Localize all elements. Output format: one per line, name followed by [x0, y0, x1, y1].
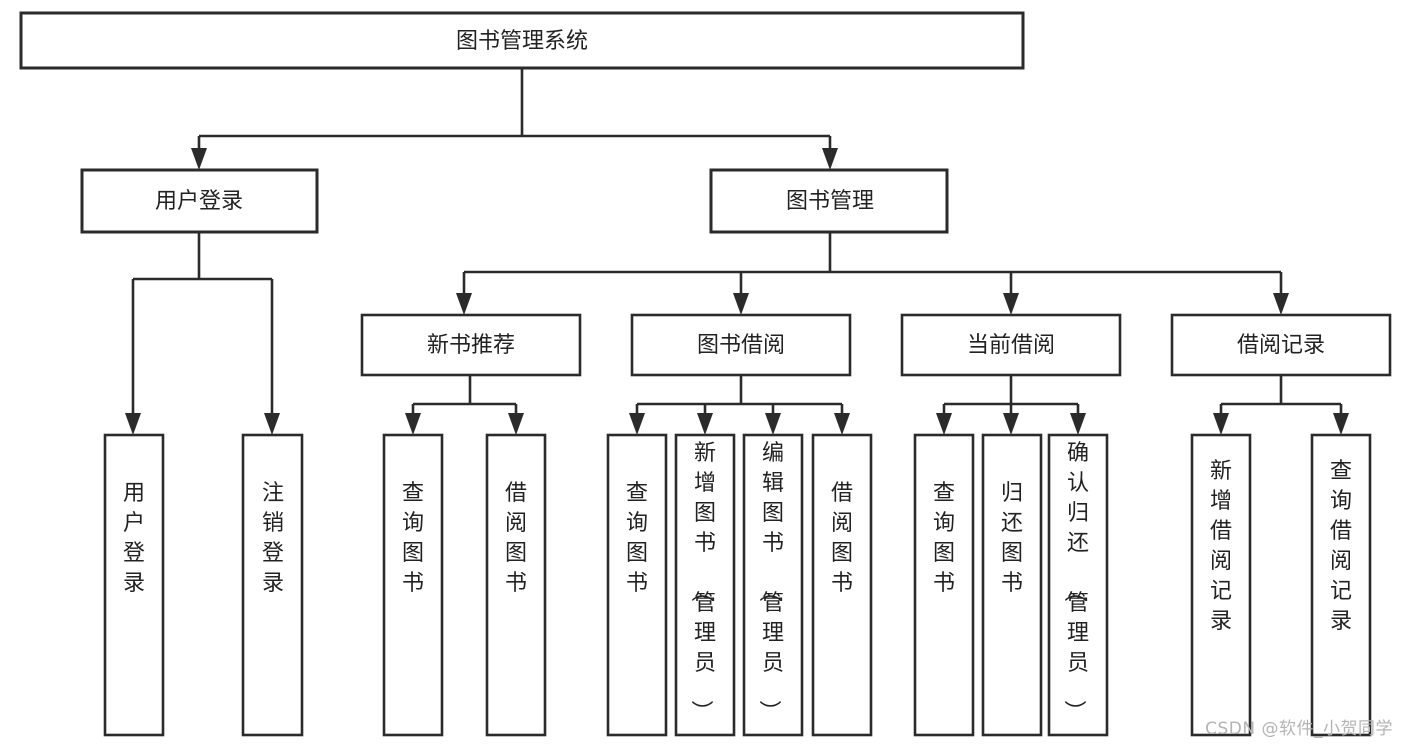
node-new-book-recommend-box[interactable] [360, 313, 582, 377]
node-book-borrow-label: 图书借阅 [697, 333, 785, 358]
node-leaf-confirm-return[interactable]: 确认归还（管理员） [1047, 433, 1109, 737]
node-leaf-query-book-1[interactable]: 查询图书 [382, 433, 444, 737]
arrowhead-leaf-borrow-book-2 [834, 413, 850, 435]
node-leaf-query-record-box[interactable] [1310, 433, 1372, 737]
node-leaf-edit-book-box[interactable] [742, 433, 804, 737]
arrowhead-borrow-record [1273, 293, 1289, 315]
node-leaf-borrow-book-2-box[interactable] [811, 433, 873, 737]
node-borrow-record-box[interactable] [1170, 313, 1392, 377]
node-root[interactable]: 图书管理系统 [19, 11, 1025, 70]
node-leaf-query-book-2-box[interactable] [606, 433, 668, 737]
node-book-manage-box[interactable] [709, 168, 949, 234]
node-leaf-logout-login[interactable]: 注销登录 [241, 433, 304, 737]
arrowhead-leaf-user-login [125, 413, 141, 435]
node-leaf-add-book-box[interactable] [674, 433, 736, 737]
arrowhead-leaf-add-record [1213, 413, 1229, 435]
arrowhead-leaf-borrow-book-1 [508, 413, 524, 435]
node-leaf-query-book-3-label: 查询图书 [933, 481, 955, 596]
node-leaf-query-record[interactable]: 查询借阅记录 [1310, 433, 1372, 737]
connectors [125, 68, 1349, 435]
arrowhead-leaf-add-book [697, 413, 713, 435]
node-leaf-query-record-label: 查询借阅记录 [1330, 459, 1352, 634]
node-current-borrow[interactable]: 当前借阅 [900, 313, 1122, 377]
node-user-login-box[interactable] [80, 168, 319, 234]
node-leaf-query-book-2-label: 查询图书 [626, 481, 648, 596]
node-leaf-return-book-label: 归还图书 [1001, 481, 1023, 596]
node-new-book-recommend-label: 新书推荐 [427, 333, 515, 358]
node-book-borrow-box[interactable] [630, 313, 852, 377]
arrowhead-leaf-edit-book [765, 413, 781, 435]
arrowhead-new-book-recommend [456, 293, 472, 315]
arrowhead-leaf-return-book [1003, 413, 1019, 435]
node-current-borrow-label: 当前借阅 [967, 333, 1055, 358]
node-leaf-query-book-3-box[interactable] [913, 433, 975, 737]
node-leaf-edit-book[interactable]: 编辑图书（管理员） [742, 433, 804, 737]
node-leaf-add-record[interactable]: 新增借阅记录 [1190, 433, 1252, 737]
node-root-label: 图书管理系统 [456, 29, 588, 54]
node-leaf-query-book-2[interactable]: 查询图书 [606, 433, 668, 737]
node-book-borrow[interactable]: 图书借阅 [630, 313, 852, 377]
node-leaf-borrow-book-2-label: 借阅图书 [831, 481, 853, 596]
arrowhead-user-login [191, 148, 207, 170]
node-borrow-record[interactable]: 借阅记录 [1170, 313, 1392, 377]
arrowhead-book-manage [822, 148, 838, 170]
node-leaf-add-record-label: 新增借阅记录 [1210, 459, 1232, 634]
node-leaf-borrow-book-1-box[interactable] [485, 433, 547, 737]
node-leaf-edit-book-label: 编辑图书（管理员） [756, 441, 784, 722]
node-leaf-logout-login-box[interactable] [241, 433, 304, 737]
arrowhead-book-borrow [733, 293, 749, 315]
arrowhead-leaf-logout-login [264, 413, 280, 435]
node-leaf-user-login-box[interactable] [103, 433, 165, 737]
arrowhead-current-borrow [1003, 293, 1019, 315]
node-current-borrow-box[interactable] [900, 313, 1122, 377]
node-leaf-logout-login-label: 注销登录 [262, 481, 284, 596]
node-root-box[interactable] [19, 11, 1025, 70]
node-leaf-borrow-book-1-label: 借阅图书 [505, 481, 527, 596]
node-leaf-confirm-return-label: 确认归还（管理员） [1061, 441, 1089, 722]
node-leaf-borrow-book-1[interactable]: 借阅图书 [485, 433, 547, 737]
arrowhead-leaf-query-book-3 [936, 413, 952, 435]
node-user-login-label: 用户登录 [155, 189, 243, 214]
node-leaf-query-book-3[interactable]: 查询图书 [913, 433, 975, 737]
node-new-book-recommend[interactable]: 新书推荐 [360, 313, 582, 377]
node-user-login[interactable]: 用户登录 [80, 168, 319, 234]
node-leaf-add-book[interactable]: 新增图书（管理员） [674, 433, 736, 737]
node-leaf-user-login[interactable]: 用户登录 [103, 433, 165, 737]
node-leaf-return-book-box[interactable] [981, 433, 1043, 737]
arrowhead-leaf-confirm-return [1070, 413, 1086, 435]
csdn-watermark: CSDN @软件_小贺同学 [1205, 719, 1393, 739]
arrowhead-leaf-query-book-2 [629, 413, 645, 435]
node-leaf-user-login-label: 用户登录 [123, 481, 145, 596]
node-leaf-query-book-1-box[interactable] [382, 433, 444, 737]
node-book-manage[interactable]: 图书管理 [709, 168, 949, 234]
arrowhead-leaf-query-book-1 [405, 413, 421, 435]
node-leaf-add-record-box[interactable] [1190, 433, 1252, 737]
node-leaf-add-book-label: 新增图书（管理员） [688, 441, 716, 722]
node-leaf-confirm-return-box[interactable] [1047, 433, 1109, 737]
node-borrow-record-label: 借阅记录 [1237, 333, 1325, 358]
arrowhead-leaf-query-record [1333, 413, 1349, 435]
node-leaf-query-book-1-label: 查询图书 [402, 481, 424, 596]
node-leaf-return-book[interactable]: 归还图书 [981, 433, 1043, 737]
node-book-manage-label: 图书管理 [786, 189, 874, 214]
node-leaf-borrow-book-2[interactable]: 借阅图书 [811, 433, 873, 737]
